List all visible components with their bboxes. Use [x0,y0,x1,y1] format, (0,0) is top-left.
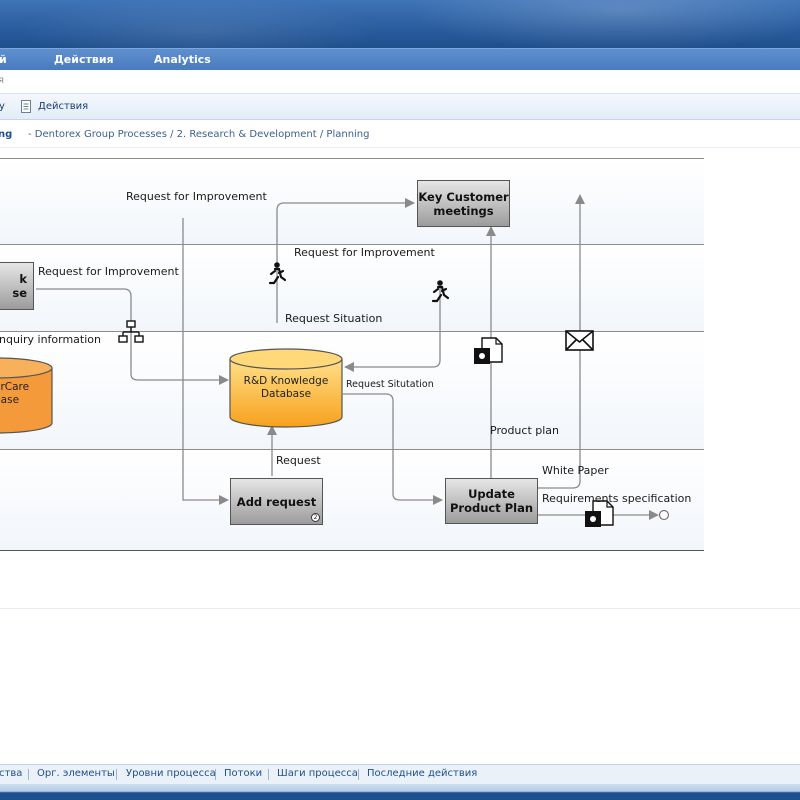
swimlane-3 [0,331,704,450]
customercare-database-shape [0,357,53,434]
end-event-icon [658,509,670,521]
envelope-icon [565,330,594,351]
toolbar-item-cut[interactable]: у [0,101,5,112]
arrow-to-rd-database [36,288,229,385]
add-request-box[interactable]: Add request 2 [230,478,323,525]
swimlane-2 [0,244,704,331]
arrow-to-update-plan [343,393,443,505]
label-request-for-improvement: Request for Improvement [38,265,179,278]
process-path: ng - Dentorex Group Processes / 2. Resea… [0,122,800,148]
process-diagram: Key Customer meetings k se Add request 2… [0,158,706,552]
arrow-to-key-customer [276,198,415,323]
subprocess-icon: 2 [311,513,320,522]
label-request-for-improvement: Request for Improvement [294,246,435,259]
label-request-situation: Request Situation [285,312,383,325]
tab-separator [28,769,29,780]
label-inquiry-information: nquiry information [0,333,101,346]
label-request-situtation: Request Situtation [346,379,434,390]
left-process-box[interactable]: k se [0,262,34,310]
footer-bar [0,784,800,800]
arrow-white-paper [538,194,585,489]
breadcrumb-text[interactable]: я [0,75,5,86]
label-white-paper: White Paper [542,464,609,477]
nav-item-analytics[interactable]: Analytics [154,53,211,66]
label-request: Request [276,454,321,467]
connectors [0,194,670,527]
tab-properties[interactable]: ства [0,768,23,779]
arrow-to-add-request [182,218,229,505]
arrow-situation-to-database [344,288,441,372]
label-product-plan: Product plan [490,424,560,437]
tab-separator [358,769,359,780]
swimlane-4 [0,449,704,551]
update-product-plan-box[interactable]: Update Product Plan [445,478,538,524]
document-icon [585,500,614,527]
process-path-link[interactable]: - Dentorex Group Processes / 2. Research… [28,129,370,140]
tab-separator [268,769,269,780]
label-requirements-specification: Requirements specification [542,492,692,505]
tab-process-levels[interactable]: Уровни процесса [126,768,216,779]
tab-separator [116,769,117,780]
network-icon [118,320,144,343]
tab-org-elements[interactable]: Орг. элементы [37,768,115,779]
process-title: ng [0,129,13,140]
tab-separator [215,769,216,780]
document-icon [474,337,503,364]
tab-flows[interactable]: Потоки [224,768,263,779]
key-customer-meetings-box[interactable]: Key Customer meetings [417,180,510,227]
content-divider [0,608,800,609]
nav-item-actions[interactable]: Действия [54,53,114,66]
bottom-tab-bar: ства Орг. элементы Уровни процесса Поток… [0,764,800,784]
rd-knowledge-database-label[interactable]: R&D Knowledge Database [243,375,329,400]
swimlane-1 [0,158,704,245]
toolbar-actions-button[interactable]: Действия [38,101,89,112]
toolbar: у Действия [0,94,800,120]
tab-process-steps[interactable]: Шаги процесса [277,768,358,779]
tab-recent-actions[interactable]: Последние действия [367,768,478,779]
main-nav: й Действия Analytics [0,48,800,70]
nav-item-cut[interactable]: й [0,53,7,66]
label-request-for-improvement: Request for Improvement [126,190,267,203]
actions-document-icon [21,100,31,113]
header-banner [0,0,800,48]
rd-database-shape [229,348,343,428]
breadcrumb: я [0,70,800,94]
banner-decoration [0,0,800,48]
running-person-icon [268,262,287,285]
running-person-icon [431,280,450,303]
add-request-label: Add request [236,494,317,509]
